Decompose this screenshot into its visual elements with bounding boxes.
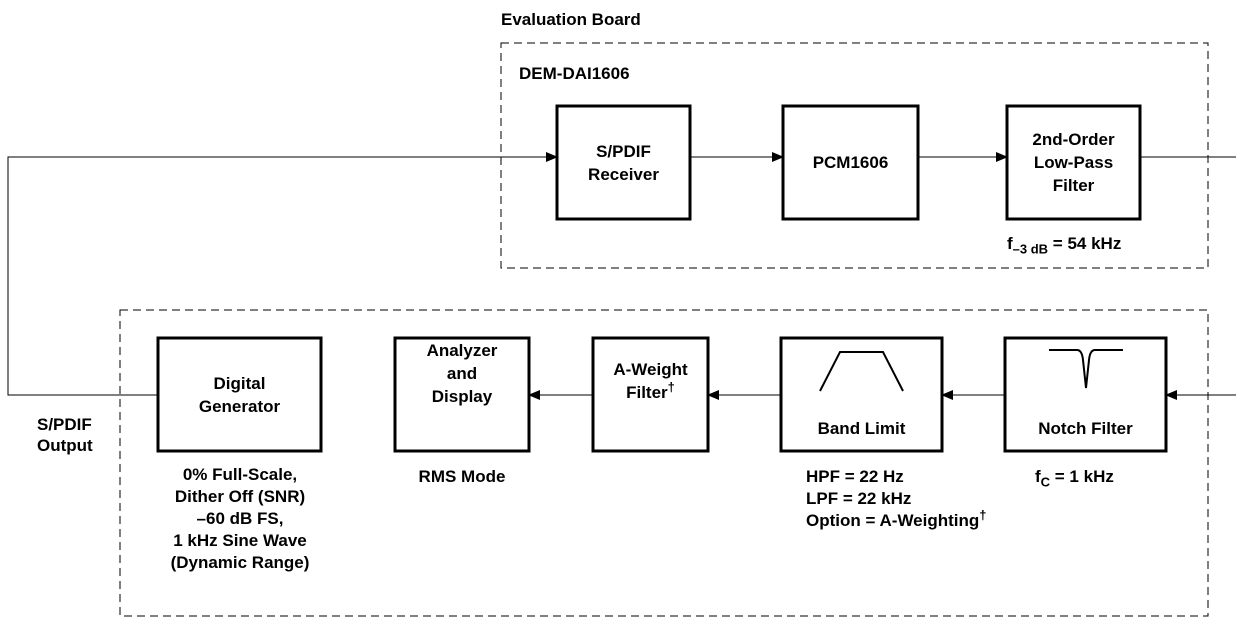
lowpass-filter-label: 2nd-Order Low-Pass Filter [1007, 106, 1140, 219]
board-name-label: DEM-DAI1606 [519, 64, 630, 83]
spdif-receiver-line-2: Receiver [588, 164, 659, 184]
band-note-1: HPF = 22 Hz [806, 467, 904, 486]
rms-mode-label: RMS Mode [418, 467, 506, 486]
notch-symbol-icon [1049, 349, 1123, 389]
digital-generator-line-1: Digital [213, 373, 266, 393]
lowpass-filter-box [1005, 104, 1142, 221]
band-note-3: Option = A-Weighting [806, 511, 980, 530]
aweight-dagger: † [667, 379, 675, 395]
analyzer-enclosure [119, 309, 1209, 617]
pcm1606-box [781, 104, 920, 221]
analyzer-line-2: and [446, 363, 478, 383]
aweight-line-2: Filter [626, 383, 668, 402]
notch-filter-label: Notch Filter [1038, 419, 1133, 438]
spdif-output-line-2: Output [37, 436, 93, 455]
lowpass-cutoff-label: f–3 dB = 54 kHz [1007, 234, 1122, 257]
generator-note-3: –60 dB FS, [196, 509, 284, 528]
aweight-filter-label: A-Weight Filter† [593, 346, 708, 416]
aweight-line-1: A-Weight [613, 360, 688, 379]
digital-generator-line-2: Generator [198, 396, 281, 416]
spdif-output-label: S/PDIF Output [37, 414, 93, 456]
spdif-receiver-line-1: S/PDIF [596, 141, 651, 161]
analyzer-line-3: Display [431, 386, 493, 406]
generator-note-2: Dither Off (SNR) [174, 487, 306, 506]
notch-frequency-label: fC = 1 kHz [1035, 467, 1114, 490]
evaluation-board-title: Evaluation Board [501, 10, 641, 29]
generator-note-1: 0% Full-Scale, [182, 465, 298, 484]
band-limit-label: Band Limit [817, 419, 906, 438]
lowpass-line-2: Low-Pass [1033, 153, 1114, 172]
spdif-output-line [7, 152, 558, 396]
spdif-receiver-box [555, 104, 692, 221]
band-note-dagger: † [979, 507, 987, 523]
analyzer-line-1: Analyzer [426, 340, 498, 360]
evaluation-board-enclosure [500, 42, 1209, 269]
spdif-output-line-1: S/PDIF [37, 415, 92, 434]
cutoff-subscript: –3 dB [1012, 241, 1049, 257]
digital-generator-label: Digital Generator [158, 338, 321, 451]
lowpass-line-1: 2nd-Order [1032, 130, 1115, 149]
generator-note-4: 1 kHz Sine Wave [173, 531, 307, 550]
spdif-receiver-label: S/PDIF Receiver [557, 106, 690, 219]
generator-notes: 0% Full-Scale, Dither Off (SNR) –60 dB F… [130, 464, 350, 574]
analyzer-label: Analyzer and Display [395, 338, 529, 408]
bandpass-symbol-icon [819, 351, 904, 392]
band-limit-notes: HPF = 22 Hz LPF = 22 kHz Option = A-Weig… [806, 466, 987, 532]
lowpass-line-3: Filter [1052, 176, 1095, 195]
analyzer-box [393, 336, 531, 453]
band-note-2: LPF = 22 kHz [806, 489, 912, 508]
notch-subscript: C [1040, 474, 1051, 490]
pcm1606-label: PCM1606 [812, 153, 889, 172]
generator-note-5: (Dynamic Range) [170, 553, 310, 572]
